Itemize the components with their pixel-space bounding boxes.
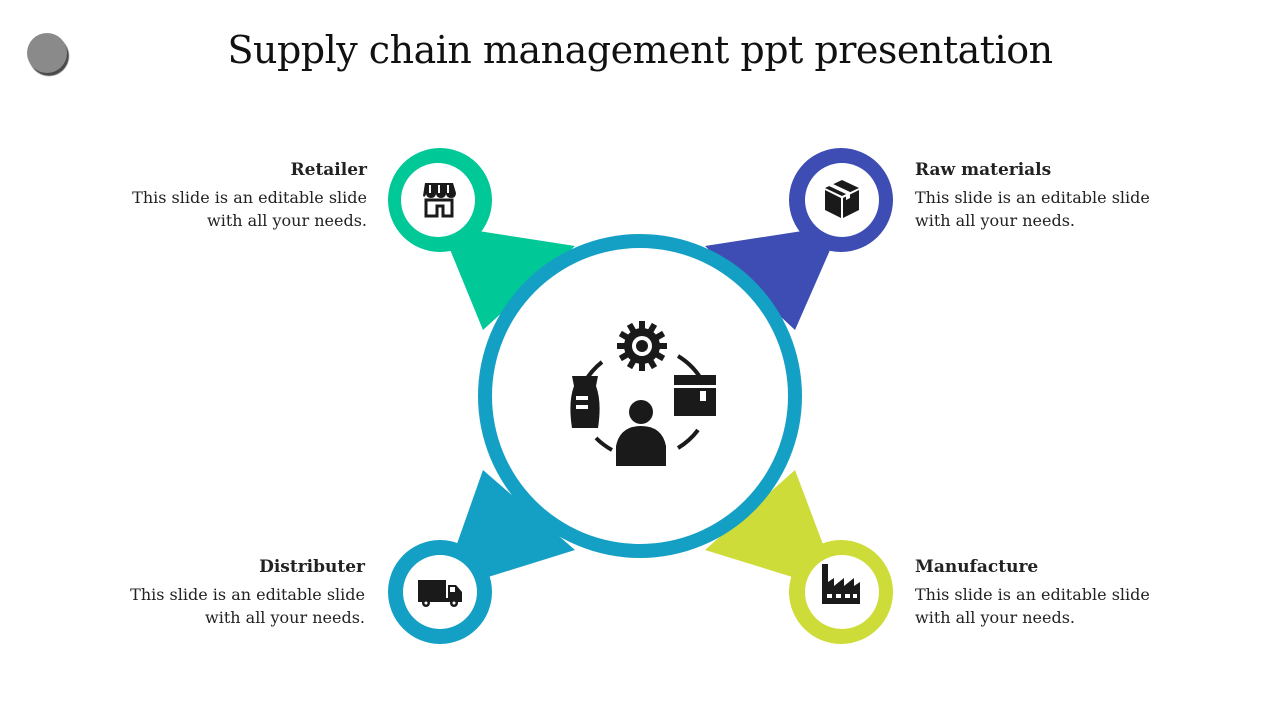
- manufacture-heading: Manufacture: [915, 557, 1039, 577]
- manufacture-block: Manufacture This slide is an editable sl…: [915, 557, 1175, 629]
- gear-tooth: [647, 322, 658, 334]
- gear-tooth: [626, 358, 637, 370]
- gear-tooth: [617, 343, 626, 349]
- raw-materials-block: Raw materials This slide is an editable …: [915, 160, 1175, 232]
- retailer-block: Retailer This slide is an editable slide…: [107, 160, 367, 232]
- box-icon: [825, 180, 859, 218]
- store-icon: [423, 183, 456, 218]
- gear-tooth: [618, 351, 630, 362]
- gear-tooth: [618, 330, 630, 341]
- raw-materials-text: This slide is an editable slide with all…: [915, 188, 1150, 230]
- manufacture-text: This slide is an editable slide with all…: [915, 585, 1150, 627]
- factory-icon: [822, 564, 860, 604]
- gear-tooth: [654, 351, 666, 362]
- center-disc: [492, 248, 788, 544]
- distributer-block: Distributer This slide is an editable sl…: [105, 557, 365, 629]
- gear-tooth: [639, 362, 645, 371]
- decorative-dot: [27, 33, 67, 73]
- distributer-text: This slide is an editable slide with all…: [130, 585, 365, 627]
- supply-chain-cycle-icon: [570, 321, 716, 466]
- icon-bg-raw: [805, 163, 879, 237]
- raw-materials-heading: Raw materials: [915, 160, 1052, 180]
- gear-tooth: [658, 343, 667, 349]
- retailer-heading: Retailer: [290, 160, 368, 180]
- truck-icon: [418, 580, 462, 607]
- gear-tooth: [654, 330, 666, 341]
- gear-tooth: [639, 321, 645, 330]
- gear-tooth: [626, 322, 637, 334]
- gear-tooth: [647, 358, 658, 370]
- distributer-heading: Distributer: [259, 557, 365, 577]
- retailer-text: This slide is an editable slide with all…: [132, 188, 367, 230]
- slide-title: Supply chain management ppt presentation: [227, 28, 1053, 72]
